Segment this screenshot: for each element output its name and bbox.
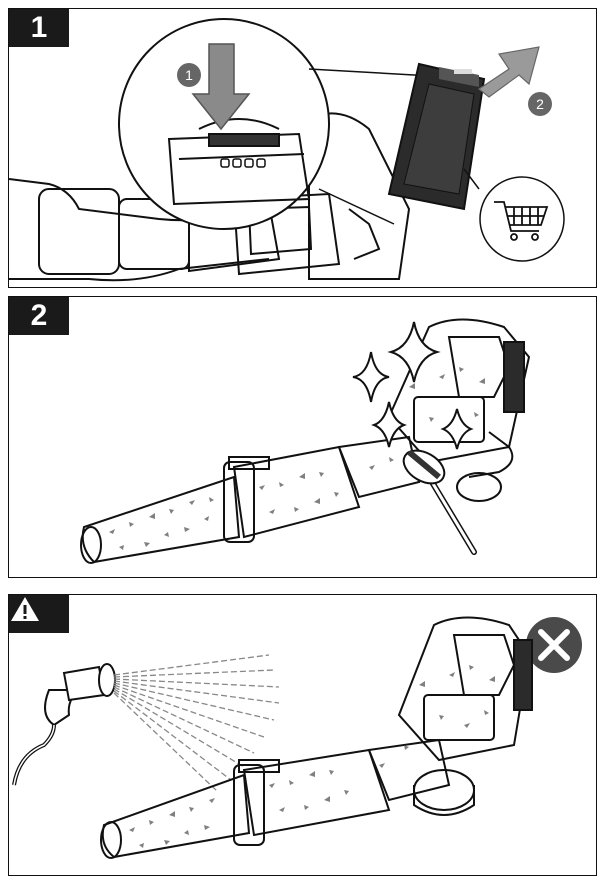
water-spray xyxy=(113,654,280,792)
arrow-down-icon xyxy=(191,43,251,131)
panel-step-2: 2 xyxy=(8,296,597,578)
no-water-illustration xyxy=(12,616,582,859)
dirt-pattern xyxy=(129,665,495,848)
svg-text:2: 2 xyxy=(536,96,544,112)
cancel-x-icon xyxy=(526,617,582,673)
step-badge-2: 2 xyxy=(9,297,69,335)
brush-icon xyxy=(402,449,477,555)
blower-battery-illustration: 1 2 xyxy=(9,18,565,282)
panel-warning xyxy=(8,594,597,876)
warning-icon xyxy=(11,597,39,621)
sparkle-icon xyxy=(352,321,474,450)
battery-pack xyxy=(387,62,486,211)
arrow-up-icon xyxy=(477,46,540,98)
warning-badge xyxy=(9,595,69,633)
panel-step-1: 1 xyxy=(8,8,597,288)
blower-cleaning-illustration xyxy=(80,318,531,564)
step-badge-1: 1 xyxy=(9,9,69,47)
svg-text:1: 1 xyxy=(185,67,193,83)
water-hose-icon xyxy=(12,663,116,786)
